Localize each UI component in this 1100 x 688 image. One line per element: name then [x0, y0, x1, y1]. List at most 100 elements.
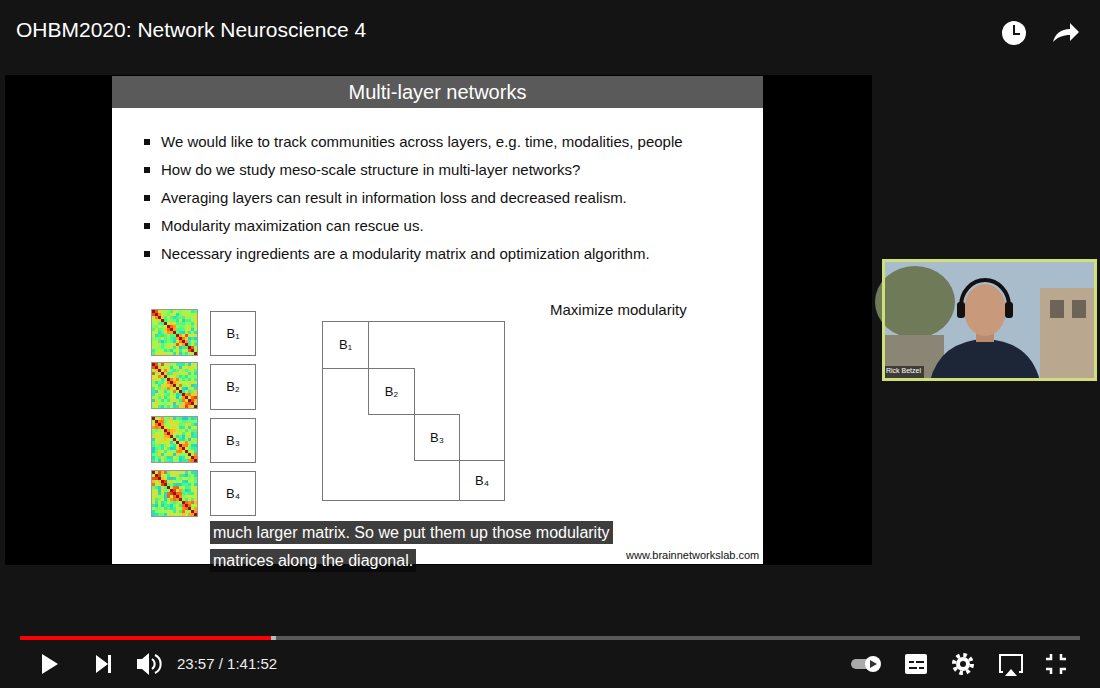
heatmap-cell — [167, 483, 170, 486]
heatmap-cell — [176, 450, 179, 453]
heatmap-cell — [158, 349, 161, 352]
heatmap-cell — [185, 378, 188, 381]
heatmap-cell — [182, 369, 185, 372]
heatmap-cell — [191, 480, 194, 483]
heatmap-cell — [185, 492, 188, 495]
heatmap-cell — [170, 352, 173, 355]
heatmap-cell — [164, 352, 167, 355]
heatmap-cell — [188, 313, 191, 316]
heatmap-cell — [164, 381, 167, 384]
heatmap-cell — [179, 331, 182, 334]
heatmap-cell — [164, 417, 167, 420]
heatmap-cell — [152, 471, 155, 474]
heatmap-cell — [167, 492, 170, 495]
heatmap-cell — [161, 316, 164, 319]
heatmap-cell — [152, 328, 155, 331]
heatmap-cell — [188, 337, 191, 340]
heatmap-cell — [167, 375, 170, 378]
volume-icon — [137, 653, 149, 675]
heatmap-cell — [164, 450, 167, 453]
webcam-headphones — [961, 280, 1009, 306]
heatmap-border — [152, 310, 198, 356]
heatmap-cell — [170, 480, 173, 483]
heatmap-cell — [173, 456, 176, 459]
slide-header-bar — [112, 76, 763, 108]
heatmap-cell — [188, 316, 191, 319]
heatmap-cell — [191, 331, 194, 334]
heatmap-cell — [167, 372, 170, 375]
bullet-marker — [144, 167, 150, 173]
heatmap-cell — [185, 310, 188, 313]
heatmap-cell — [170, 477, 173, 480]
heatmap-cell — [167, 387, 170, 390]
heatmap-cell — [170, 334, 173, 337]
heatmap-cell — [164, 435, 167, 438]
heatmap-cell — [191, 501, 194, 504]
heatmap-cell — [158, 495, 161, 498]
heatmap-cell — [179, 369, 182, 372]
heatmap-cell — [164, 501, 167, 504]
heatmap-cell — [179, 501, 182, 504]
heatmap-cell — [170, 483, 173, 486]
heatmap-cell — [194, 450, 197, 453]
heatmap-cell — [179, 402, 182, 405]
heatmap-cell — [179, 435, 182, 438]
heatmap-cell — [176, 334, 179, 337]
heatmap-cell — [179, 426, 182, 429]
heatmap-cell — [155, 438, 158, 441]
heatmap-cell — [170, 492, 173, 495]
heatmap-cell — [179, 429, 182, 432]
heatmap-cell — [155, 450, 158, 453]
heatmap-cell — [194, 393, 197, 396]
heatmap-cell — [161, 423, 164, 426]
matrix-box: B₁ — [210, 311, 256, 356]
heatmap-cell — [158, 343, 161, 346]
heatmap-cell — [176, 343, 179, 346]
volume-icon — [155, 655, 161, 673]
heatmap-cell — [194, 480, 197, 483]
bullet-text: How do we study meso-scale structure in … — [161, 161, 580, 179]
heatmap-cell — [167, 435, 170, 438]
heatmap-cell — [155, 310, 158, 313]
heatmap-cell — [188, 429, 191, 432]
heatmap-cell — [194, 399, 197, 402]
heatmap-cell — [170, 453, 173, 456]
heatmap-cell — [170, 474, 173, 477]
heatmap-cell — [179, 372, 182, 375]
heatmap-cell — [161, 405, 164, 408]
heatmap-cell — [194, 378, 197, 381]
heatmap-cell — [158, 396, 161, 399]
progress-track — [20, 636, 1080, 640]
heatmap-cell — [176, 507, 179, 510]
heatmap-cell — [182, 426, 185, 429]
heatmap-cell — [164, 340, 167, 343]
heatmap-cell — [155, 325, 158, 328]
heatmap-cell — [185, 510, 188, 513]
heatmap-cell — [185, 480, 188, 483]
heatmap-cell — [188, 310, 191, 313]
heatmap-cell — [188, 474, 191, 477]
heatmap-cell — [161, 375, 164, 378]
heatmap-cell — [191, 504, 194, 507]
heatmap-cell — [188, 363, 191, 366]
heatmap-cell — [182, 393, 185, 396]
heatmap-cell — [152, 498, 155, 501]
heatmap-cell — [158, 444, 161, 447]
annotation-text: Maximize modularity — [550, 301, 687, 319]
heatmap-cell — [158, 313, 161, 316]
heatmap-cell — [152, 393, 155, 396]
heatmap-cell — [194, 387, 197, 390]
heatmap-cell — [152, 420, 155, 423]
heatmap-cell — [152, 390, 155, 393]
heatmap-cell — [191, 375, 194, 378]
heatmap-cell — [161, 483, 164, 486]
heatmap-cell — [188, 456, 191, 459]
heatmap-cell — [161, 513, 164, 516]
bullet-text: We would like to track communities acros… — [161, 133, 683, 151]
next-icon — [96, 655, 108, 673]
heatmap-cell — [179, 423, 182, 426]
heatmap-cell — [155, 313, 158, 316]
heatmap-cell — [188, 393, 191, 396]
heatmap-cell — [191, 378, 194, 381]
heatmap-cell — [176, 501, 179, 504]
